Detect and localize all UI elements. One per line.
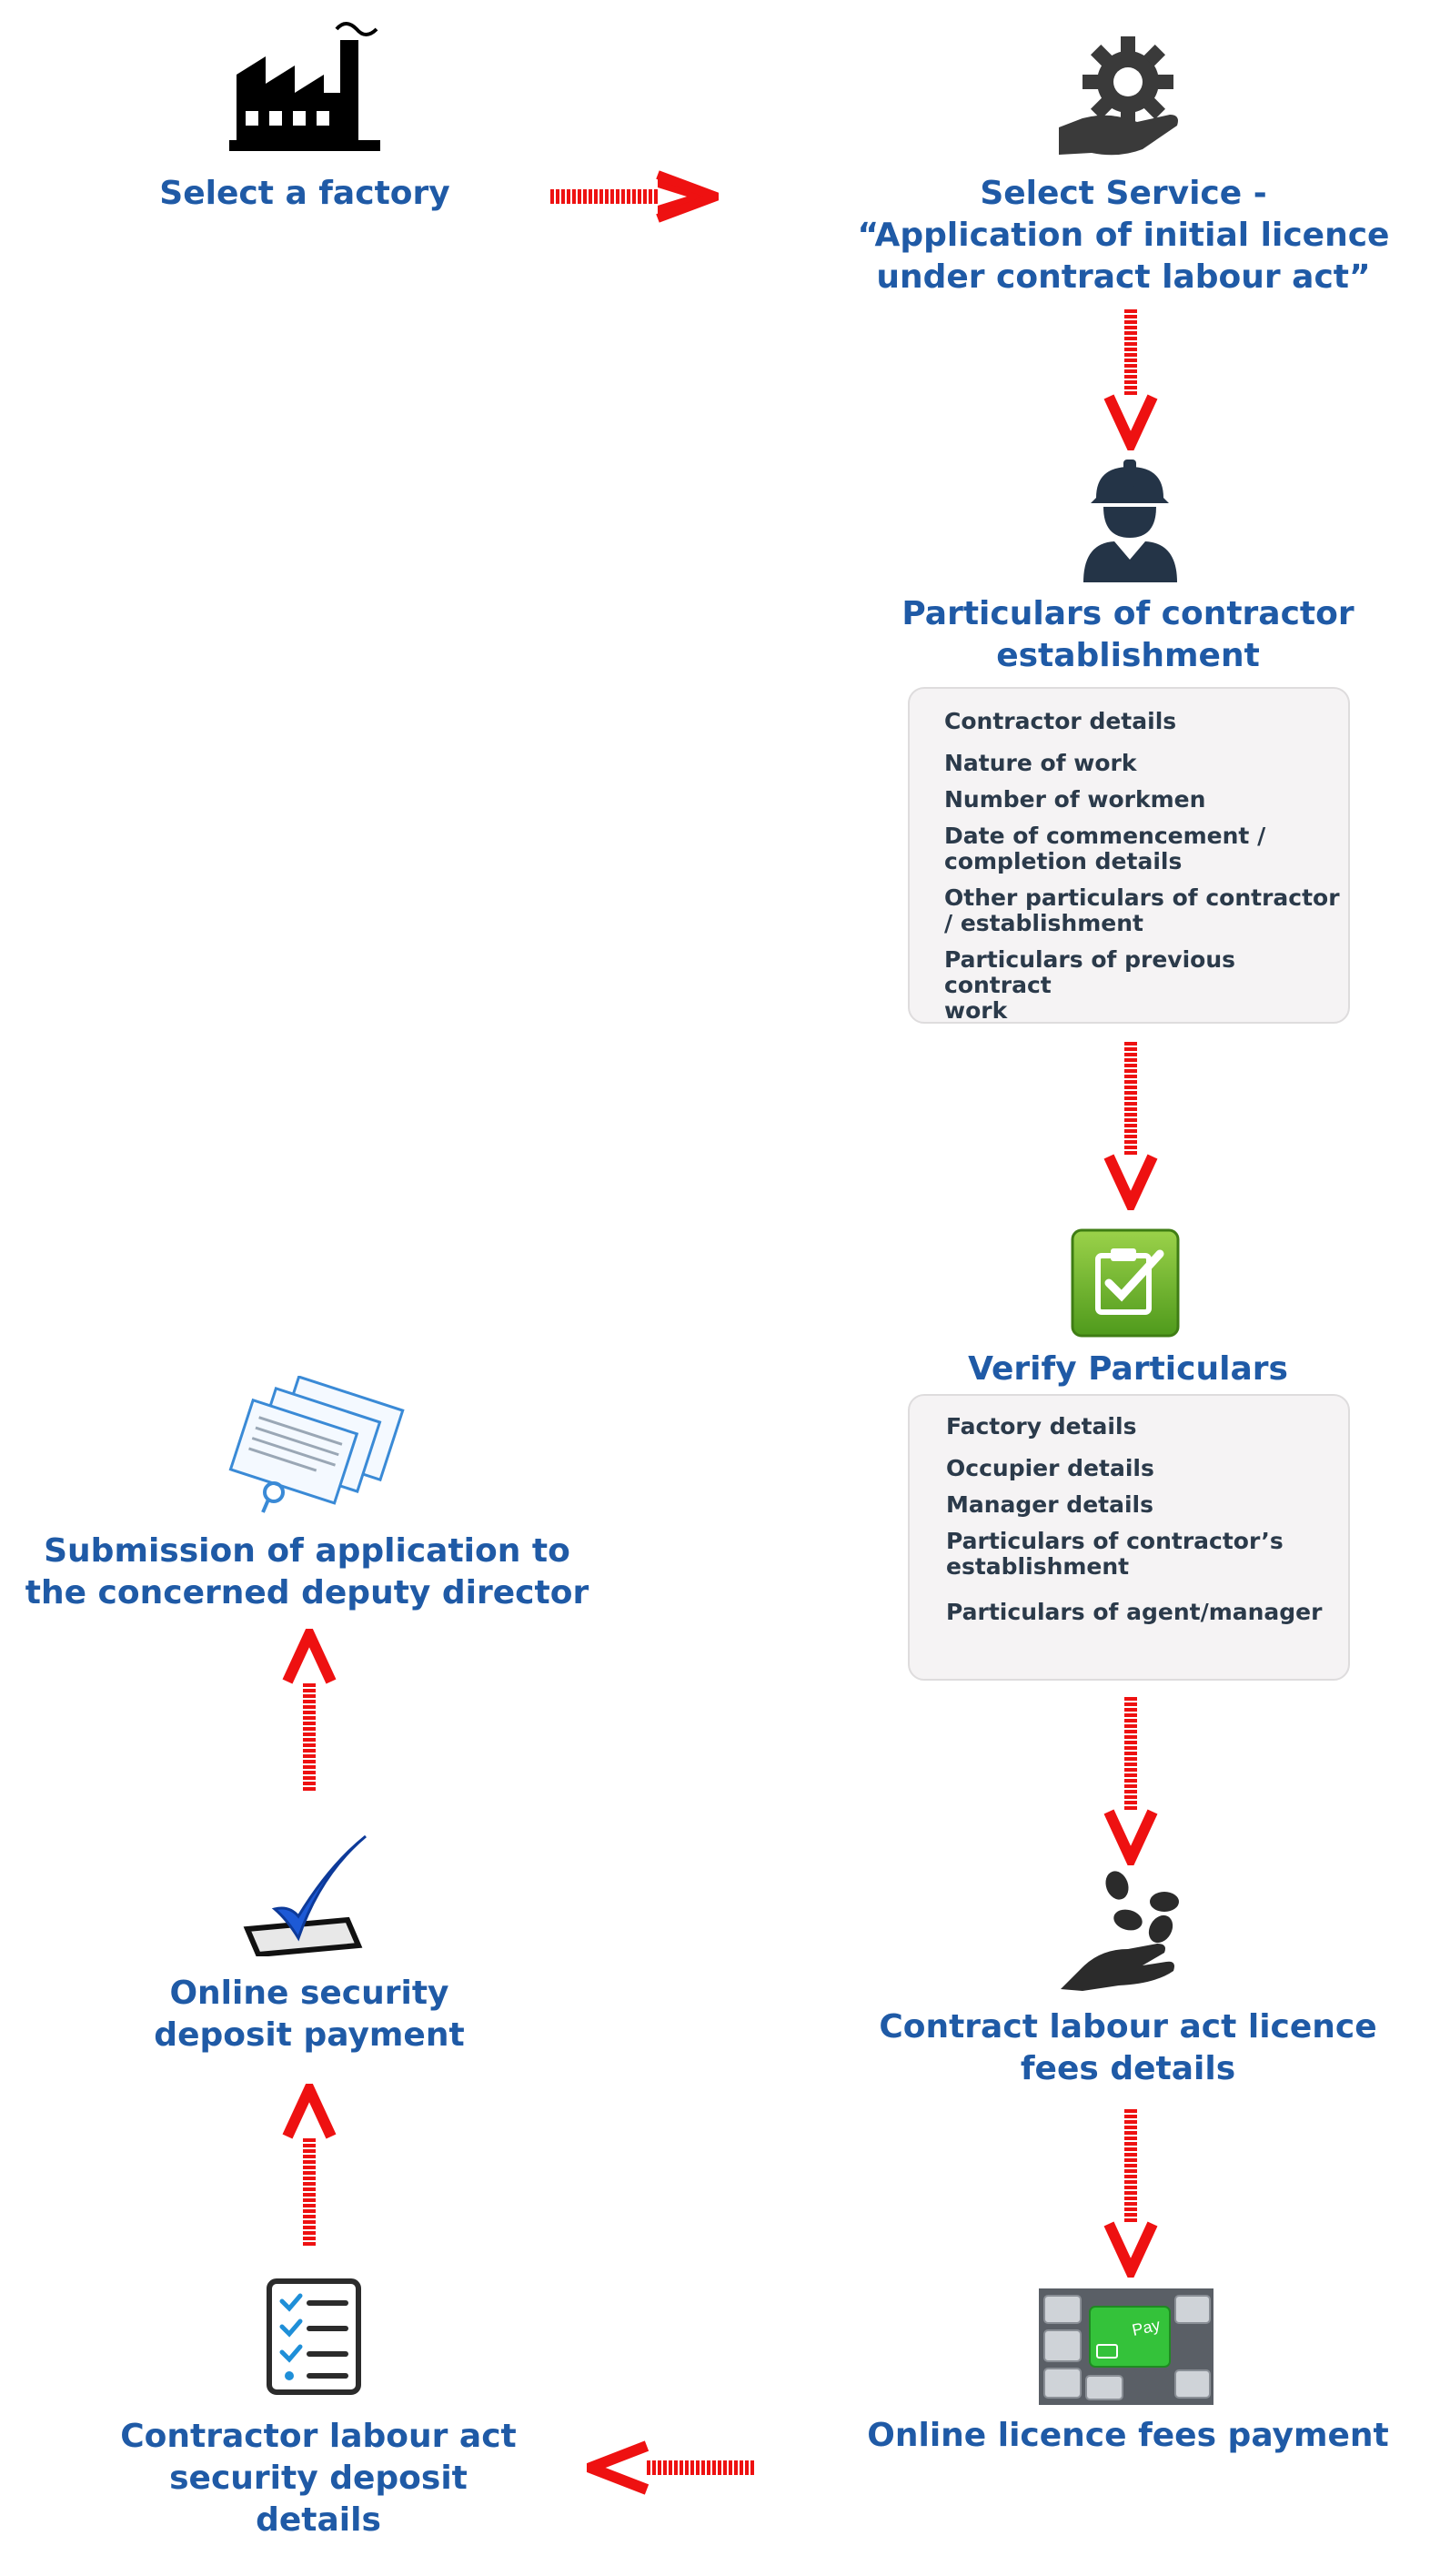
coins-hand-icon (1061, 1871, 1179, 1991)
arrow-down-2 (1103, 1042, 1158, 1210)
step-verify: Verify Particulars (968, 1350, 1288, 1388)
list-item: Factory details (946, 1413, 1137, 1440)
arrow-up-2 (282, 1629, 337, 1791)
gear-hand-icon (1059, 36, 1178, 156)
arrow-down-1 (1103, 309, 1158, 450)
arrow-down-4 (1103, 2109, 1158, 2278)
verify-box: Factory details Occupier details Manager… (908, 1394, 1350, 1681)
step-security-details: Contractor labour act security deposit d… (120, 2418, 517, 2539)
list-item: Particulars of contractor’s establishmen… (946, 1528, 1284, 1580)
list-item: Particulars of agent/manager (946, 1599, 1323, 1625)
list-item: Occupier details (946, 1455, 1154, 1481)
factory-icon (229, 22, 380, 151)
step-fees-details: Contract labour act licence fees details (879, 2008, 1377, 2087)
step-online-fees: Online licence fees payment (867, 2417, 1389, 2454)
pay-key-icon: Pay (1039, 2288, 1213, 2405)
list-item: Other particulars of contractor / establ… (944, 884, 1340, 936)
step-security-payment: Online security deposit payment (154, 1975, 465, 2054)
list-item: Date of commencement / completion detail… (944, 823, 1266, 874)
arrow-up-1 (282, 2084, 337, 2246)
list-item: Contractor details (944, 708, 1177, 734)
particulars-box: Contractor details Nature of work Number… (908, 687, 1350, 1024)
step-select-factory: Select a factory (159, 175, 450, 212)
arrow-right-1 (550, 170, 719, 223)
checklist-icon (267, 2278, 361, 2395)
list-item: Number of workmen (944, 786, 1206, 813)
list-item: Particulars of previous contract work (944, 946, 1235, 1024)
arrow-down-3 (1103, 1697, 1158, 1865)
checkbox-check-icon (243, 1834, 367, 1956)
list-item: Manager details (946, 1491, 1153, 1518)
step-select-service: Select Service - “Application of initial… (857, 175, 1390, 296)
arrow-left-1 (587, 2440, 754, 2495)
documents-icon (228, 1376, 405, 1513)
list-item: Nature of work (944, 750, 1137, 776)
step-particulars: Particulars of contractor establishment (901, 595, 1354, 674)
verify-check-icon (1071, 1228, 1180, 1338)
step-submission: Submission of application to the concern… (25, 1532, 589, 1611)
worker-icon (1083, 460, 1177, 582)
